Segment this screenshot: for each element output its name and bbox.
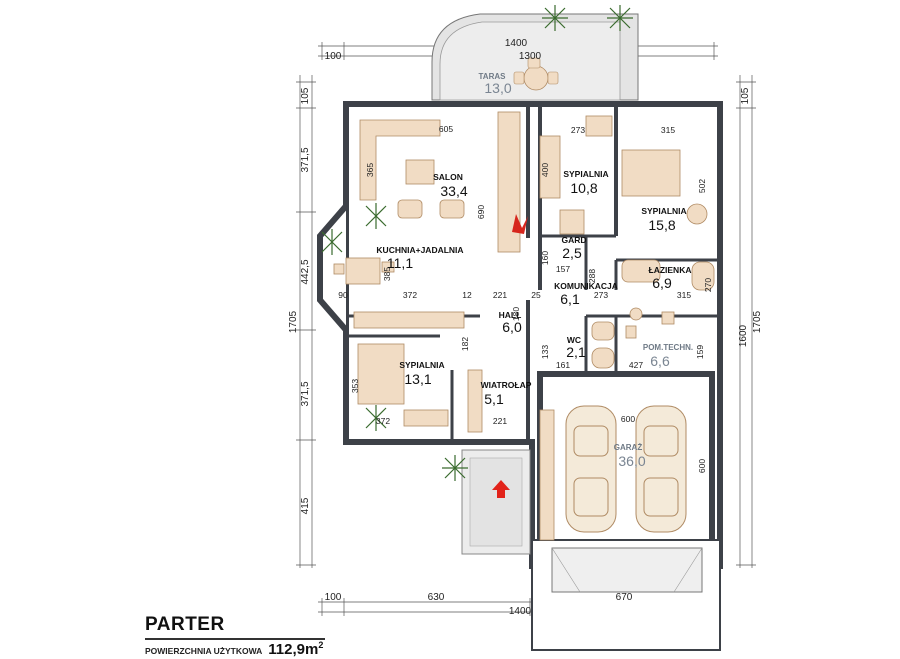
plant-icon — [542, 5, 633, 31]
room-area-wiatrolap: 5,1 — [484, 391, 504, 407]
dim-left-3715b: 371,5 — [300, 381, 311, 406]
dim-left-total: 1705 — [288, 310, 299, 333]
dim-365: 365 — [365, 163, 375, 177]
room-area-wc: 2,1 — [566, 344, 586, 360]
dim-top-left: 100 — [325, 51, 342, 62]
room-area-sypialnia-1: 10,8 — [570, 180, 597, 196]
dim-180: 180 — [511, 307, 521, 321]
room-name-gard: GARD — [561, 235, 586, 245]
plan-title-block: PARTER POWIERZCHNIA UŻYTKOWA 112,9m2 — [145, 614, 325, 659]
dim-315b: 315 — [677, 290, 691, 300]
garage-driveway — [531, 409, 721, 651]
room-name-sypialnia-1: SYPIALNIA — [563, 169, 608, 179]
furniture — [333, 111, 715, 433]
dim-25: 25 — [531, 290, 541, 300]
entrance-porch — [442, 449, 531, 555]
dim-133: 133 — [540, 345, 550, 359]
room-name-salon: SALON — [433, 172, 463, 182]
plant-icon — [321, 203, 387, 431]
dim-top-inner: 1300 — [519, 51, 542, 62]
room-area-komunikacja: 6,1 — [560, 291, 580, 307]
room-area-gard: 2,5 — [562, 245, 582, 261]
dim-600b: 600 — [697, 459, 707, 473]
terrace — [431, 5, 639, 101]
dim-160: 160 — [540, 251, 550, 265]
usable-area-value: 112,9m2 — [268, 640, 324, 658]
dim-bottom-right: 670 — [616, 592, 633, 603]
room-area-sypialnia-3: 13,1 — [404, 371, 431, 387]
dim-157: 157 — [556, 264, 570, 274]
room-name-wiatrolap: WIATROŁAP — [481, 380, 532, 390]
room-name-pomtechn: POM.TECHN. — [643, 343, 693, 352]
dim-372a: 372 — [403, 290, 417, 300]
plant-icon — [442, 455, 468, 481]
room-area-taras: 13,0 — [484, 80, 511, 96]
usable-area-number: 112,9m — [268, 641, 319, 658]
dim-right-105: 105 — [740, 87, 751, 104]
dim-273b: 273 — [594, 290, 608, 300]
dim-288: 288 — [587, 269, 597, 283]
dim-left-4425: 442,5 — [300, 259, 311, 284]
room-area-pomtechn: 6,6 — [650, 353, 670, 369]
dim-221a: 221 — [493, 290, 507, 300]
floor-title: PARTER — [145, 614, 225, 635]
dimension-labels: 1400 1300 100 100 630 670 1400 105 371,5… — [288, 38, 763, 617]
dim-bottom-total: 1400 — [509, 606, 532, 617]
room-area-hall: 6,0 — [502, 319, 522, 335]
dim-left-105: 105 — [300, 87, 311, 104]
dim-bottom-mid: 630 — [428, 592, 445, 603]
room-area-lazienka: 6,9 — [652, 275, 672, 291]
room-labels: TARAS 13,0 SALON 33,4 KUCHNIA+JADALNIA 1… — [376, 72, 693, 469]
dim-385: 385 — [382, 267, 392, 281]
dim-left-415: 415 — [300, 497, 311, 514]
dim-427: 427 — [629, 360, 643, 370]
dim-90: 90 — [338, 290, 348, 300]
dim-600a: 600 — [621, 414, 635, 424]
room-name-lazienka: ŁAZIENKA — [649, 265, 692, 275]
dim-270: 270 — [703, 278, 713, 292]
dim-right-1600: 1600 — [738, 324, 749, 347]
dim-left-3715a: 371,5 — [300, 147, 311, 172]
dim-right-1705: 1705 — [752, 310, 763, 333]
dim-400: 400 — [540, 163, 550, 177]
room-name-sypialnia-3: SYPIALNIA — [399, 360, 444, 370]
room-area-sypialnia-2: 15,8 — [648, 217, 675, 233]
fireplace-icon — [512, 214, 528, 234]
room-name-garaz: GARAŻ — [614, 443, 643, 452]
dim-605: 605 — [439, 124, 453, 134]
room-name-komunikacja: KOMUNIKACJA — [554, 281, 618, 291]
usable-area-unit: 2 — [318, 640, 324, 650]
room-name-wc: WC — [567, 335, 581, 345]
room-area-kuchnia: 11,1 — [387, 255, 413, 271]
dim-273a: 273 — [571, 125, 585, 135]
room-area-salon: 33,4 — [440, 183, 467, 199]
dim-353: 353 — [350, 379, 360, 393]
room-name-hall: HALL — [499, 310, 522, 320]
dim-12: 12 — [462, 290, 472, 300]
dim-221b: 221 — [493, 416, 507, 426]
usable-area-label: POWIERZCHNIA UŻYTKOWA — [145, 646, 263, 656]
dim-315a: 315 — [661, 125, 675, 135]
title-underline — [145, 638, 325, 640]
dim-372b: 372 — [376, 416, 390, 426]
dim-159: 159 — [695, 345, 705, 359]
room-name-taras: TARAS — [479, 72, 507, 81]
car-icon — [565, 405, 687, 533]
entrance-arrow-icon — [492, 480, 510, 498]
dim-690: 690 — [476, 205, 486, 219]
room-name-kuchnia: KUCHNIA+JADALNIA — [376, 245, 463, 255]
dim-161: 161 — [556, 360, 570, 370]
room-area-garaz: 36,0 — [618, 453, 645, 469]
dim-502: 502 — [697, 179, 707, 193]
dim-bottom-left: 100 — [325, 592, 342, 603]
room-name-sypialnia-2: SYPIALNIA — [641, 206, 686, 216]
dim-182: 182 — [460, 337, 470, 351]
dim-top-total: 1400 — [505, 38, 528, 49]
